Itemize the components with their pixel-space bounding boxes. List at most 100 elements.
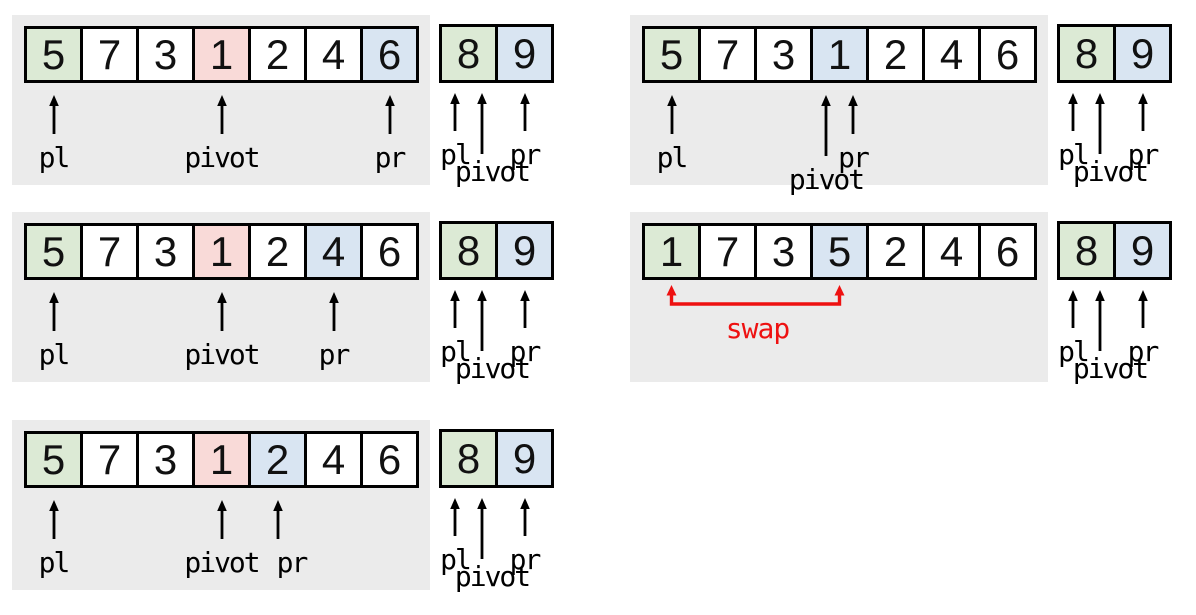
pointer-label-pivot: pivot	[454, 560, 531, 593]
cell-value: 2	[883, 227, 908, 275]
array-cell: 5	[24, 26, 83, 83]
pointer-label-pr: pr	[1127, 335, 1160, 368]
array-cell: 7	[698, 26, 757, 83]
pointer-annotations: pl pivot pr	[12, 212, 430, 382]
pointer-arrow-icon	[821, 95, 831, 156]
pointer-label-pl: pl	[1058, 138, 1090, 171]
pointer-label-pr: pr	[276, 546, 309, 579]
pointer-label-pivot: pivot	[788, 163, 865, 196]
array-cell: 9	[495, 429, 554, 488]
array-cell: 8	[439, 221, 498, 280]
array-cell: 6	[360, 223, 419, 280]
array-cell: 5	[24, 431, 83, 488]
array-cell: 8	[439, 429, 498, 488]
cell-value: 9	[1130, 29, 1155, 77]
array-cell: 6	[978, 223, 1037, 280]
pointer-label-pivot: pivot	[184, 141, 260, 174]
pointer-label-pr: pr	[1127, 138, 1160, 171]
pointer-arrow-icon	[450, 290, 460, 328]
pointer-arrow-icon	[384, 95, 395, 134]
array-cell: 2	[248, 26, 307, 83]
array-cell: 7	[80, 223, 139, 280]
pointer-arrow-icon	[450, 498, 460, 536]
cell-value: 8	[456, 29, 481, 77]
array-cell: 2	[866, 26, 925, 83]
array-cell: 4	[922, 223, 981, 280]
pointer-label-pivot: pivot	[1072, 352, 1149, 385]
array-cell: 2	[248, 223, 307, 280]
pointer-label-pl: pl	[440, 543, 472, 576]
cell-value: 7	[97, 227, 122, 275]
pointer-arrow-icon	[48, 500, 59, 539]
array-cell: 6	[360, 431, 419, 488]
cell-value: 1	[209, 435, 234, 483]
swap-label: swap	[725, 312, 790, 345]
cell-value: 3	[771, 227, 796, 275]
pointer-arrow-icon	[477, 290, 487, 351]
cell-value: 6	[995, 227, 1020, 275]
pointer-arrow-icon	[1068, 93, 1078, 131]
cell-value: 9	[512, 29, 537, 77]
pointer-label-pl: pl	[656, 141, 689, 174]
cell-value: 3	[153, 30, 178, 78]
array-cell: 4	[922, 26, 981, 83]
pointer-arrow-icon	[477, 498, 487, 559]
pointer-label-pr: pr	[838, 141, 870, 174]
array-cell: 8	[439, 24, 498, 83]
array-cell: 4	[304, 431, 363, 488]
pointer-label-pr: pr	[318, 338, 351, 371]
pointer-arrow-icon	[848, 95, 858, 134]
pointer-arrow-icon	[272, 500, 283, 539]
pointer-label-pl: pl	[38, 338, 71, 371]
pointer-arrow-icon	[1095, 290, 1105, 351]
pointer-label-pl: pl	[1058, 335, 1090, 368]
cell-value: 4	[939, 227, 964, 275]
pointer-arrow-icon	[216, 292, 227, 331]
pointer-arrow-icon	[666, 95, 677, 134]
pointer-label-pivot: pivot	[454, 155, 531, 188]
cell-value: 1	[209, 227, 234, 275]
pointer-label-pl: pl	[440, 138, 472, 171]
array-cell: 1	[642, 223, 701, 280]
cell-value: 5	[41, 30, 66, 78]
pointer-label-pr: pr	[509, 543, 542, 576]
array-cell: 2	[866, 223, 925, 280]
cell-value: 5	[41, 227, 66, 275]
cell-value: 7	[97, 30, 122, 78]
cell-value: 2	[265, 227, 290, 275]
array-cell: 2	[248, 431, 307, 488]
cell-value: 7	[97, 435, 122, 483]
cell-value: 3	[153, 435, 178, 483]
cell-value: 5	[827, 227, 852, 275]
cell-value: 8	[1074, 226, 1099, 274]
cell-value: 4	[939, 30, 964, 78]
array-cell: 7	[80, 26, 139, 83]
cell-value: 2	[265, 30, 290, 78]
pointer-label-pl: pl	[38, 141, 71, 174]
pointer-label-pivot: pivot	[184, 338, 260, 371]
array-cell: 1	[192, 431, 251, 488]
